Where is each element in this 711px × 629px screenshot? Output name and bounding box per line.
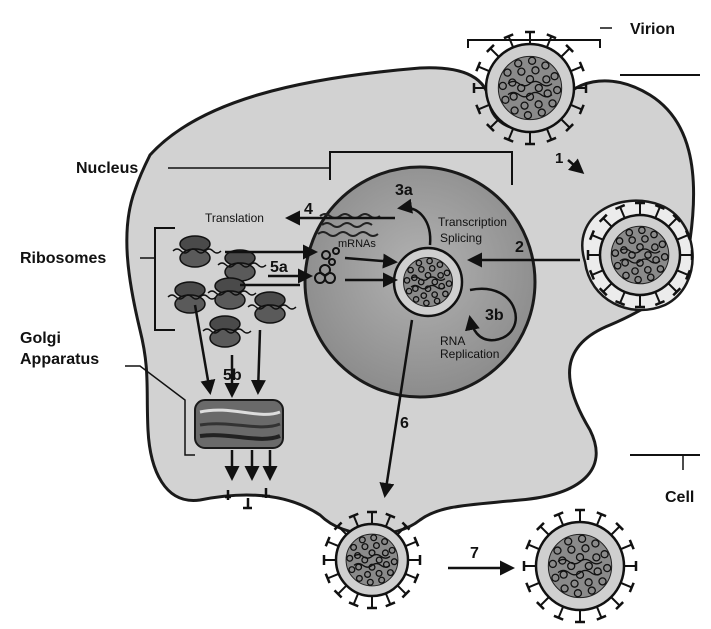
translation-label: Translation <box>205 211 264 225</box>
virion-label: Virion <box>630 21 675 38</box>
step-5a: 5a <box>270 259 288 276</box>
replication-label: Replication <box>440 347 499 361</box>
step-5b: 5b <box>223 367 242 384</box>
step-2: 2 <box>515 239 524 256</box>
virion-entering <box>588 203 692 307</box>
rna-label: RNA <box>440 334 465 348</box>
golgi-label-line2: Apparatus <box>20 351 99 368</box>
virion-released <box>524 510 636 622</box>
step-3b: 3b <box>485 307 504 324</box>
step-4: 4 <box>304 201 313 218</box>
nucleus-label: Nucleus <box>76 160 138 177</box>
step-6: 6 <box>400 415 409 432</box>
step-7: 7 <box>470 545 479 562</box>
step-1: 1 <box>555 150 563 167</box>
replication-complex <box>394 248 462 316</box>
splicing-label: Splicing <box>440 231 482 245</box>
transcription-label: Transcription <box>438 215 507 229</box>
step-3a: 3a <box>395 182 413 199</box>
ribosomes-label: Ribosomes <box>20 250 106 267</box>
cell-label: Cell <box>665 489 694 506</box>
mrnas-label: mRNAs <box>338 238 376 250</box>
golgi-label-line1: Golgi <box>20 330 61 347</box>
virion-budding <box>324 512 420 608</box>
golgi-apparatus <box>195 400 283 448</box>
virion-outside <box>474 32 586 144</box>
